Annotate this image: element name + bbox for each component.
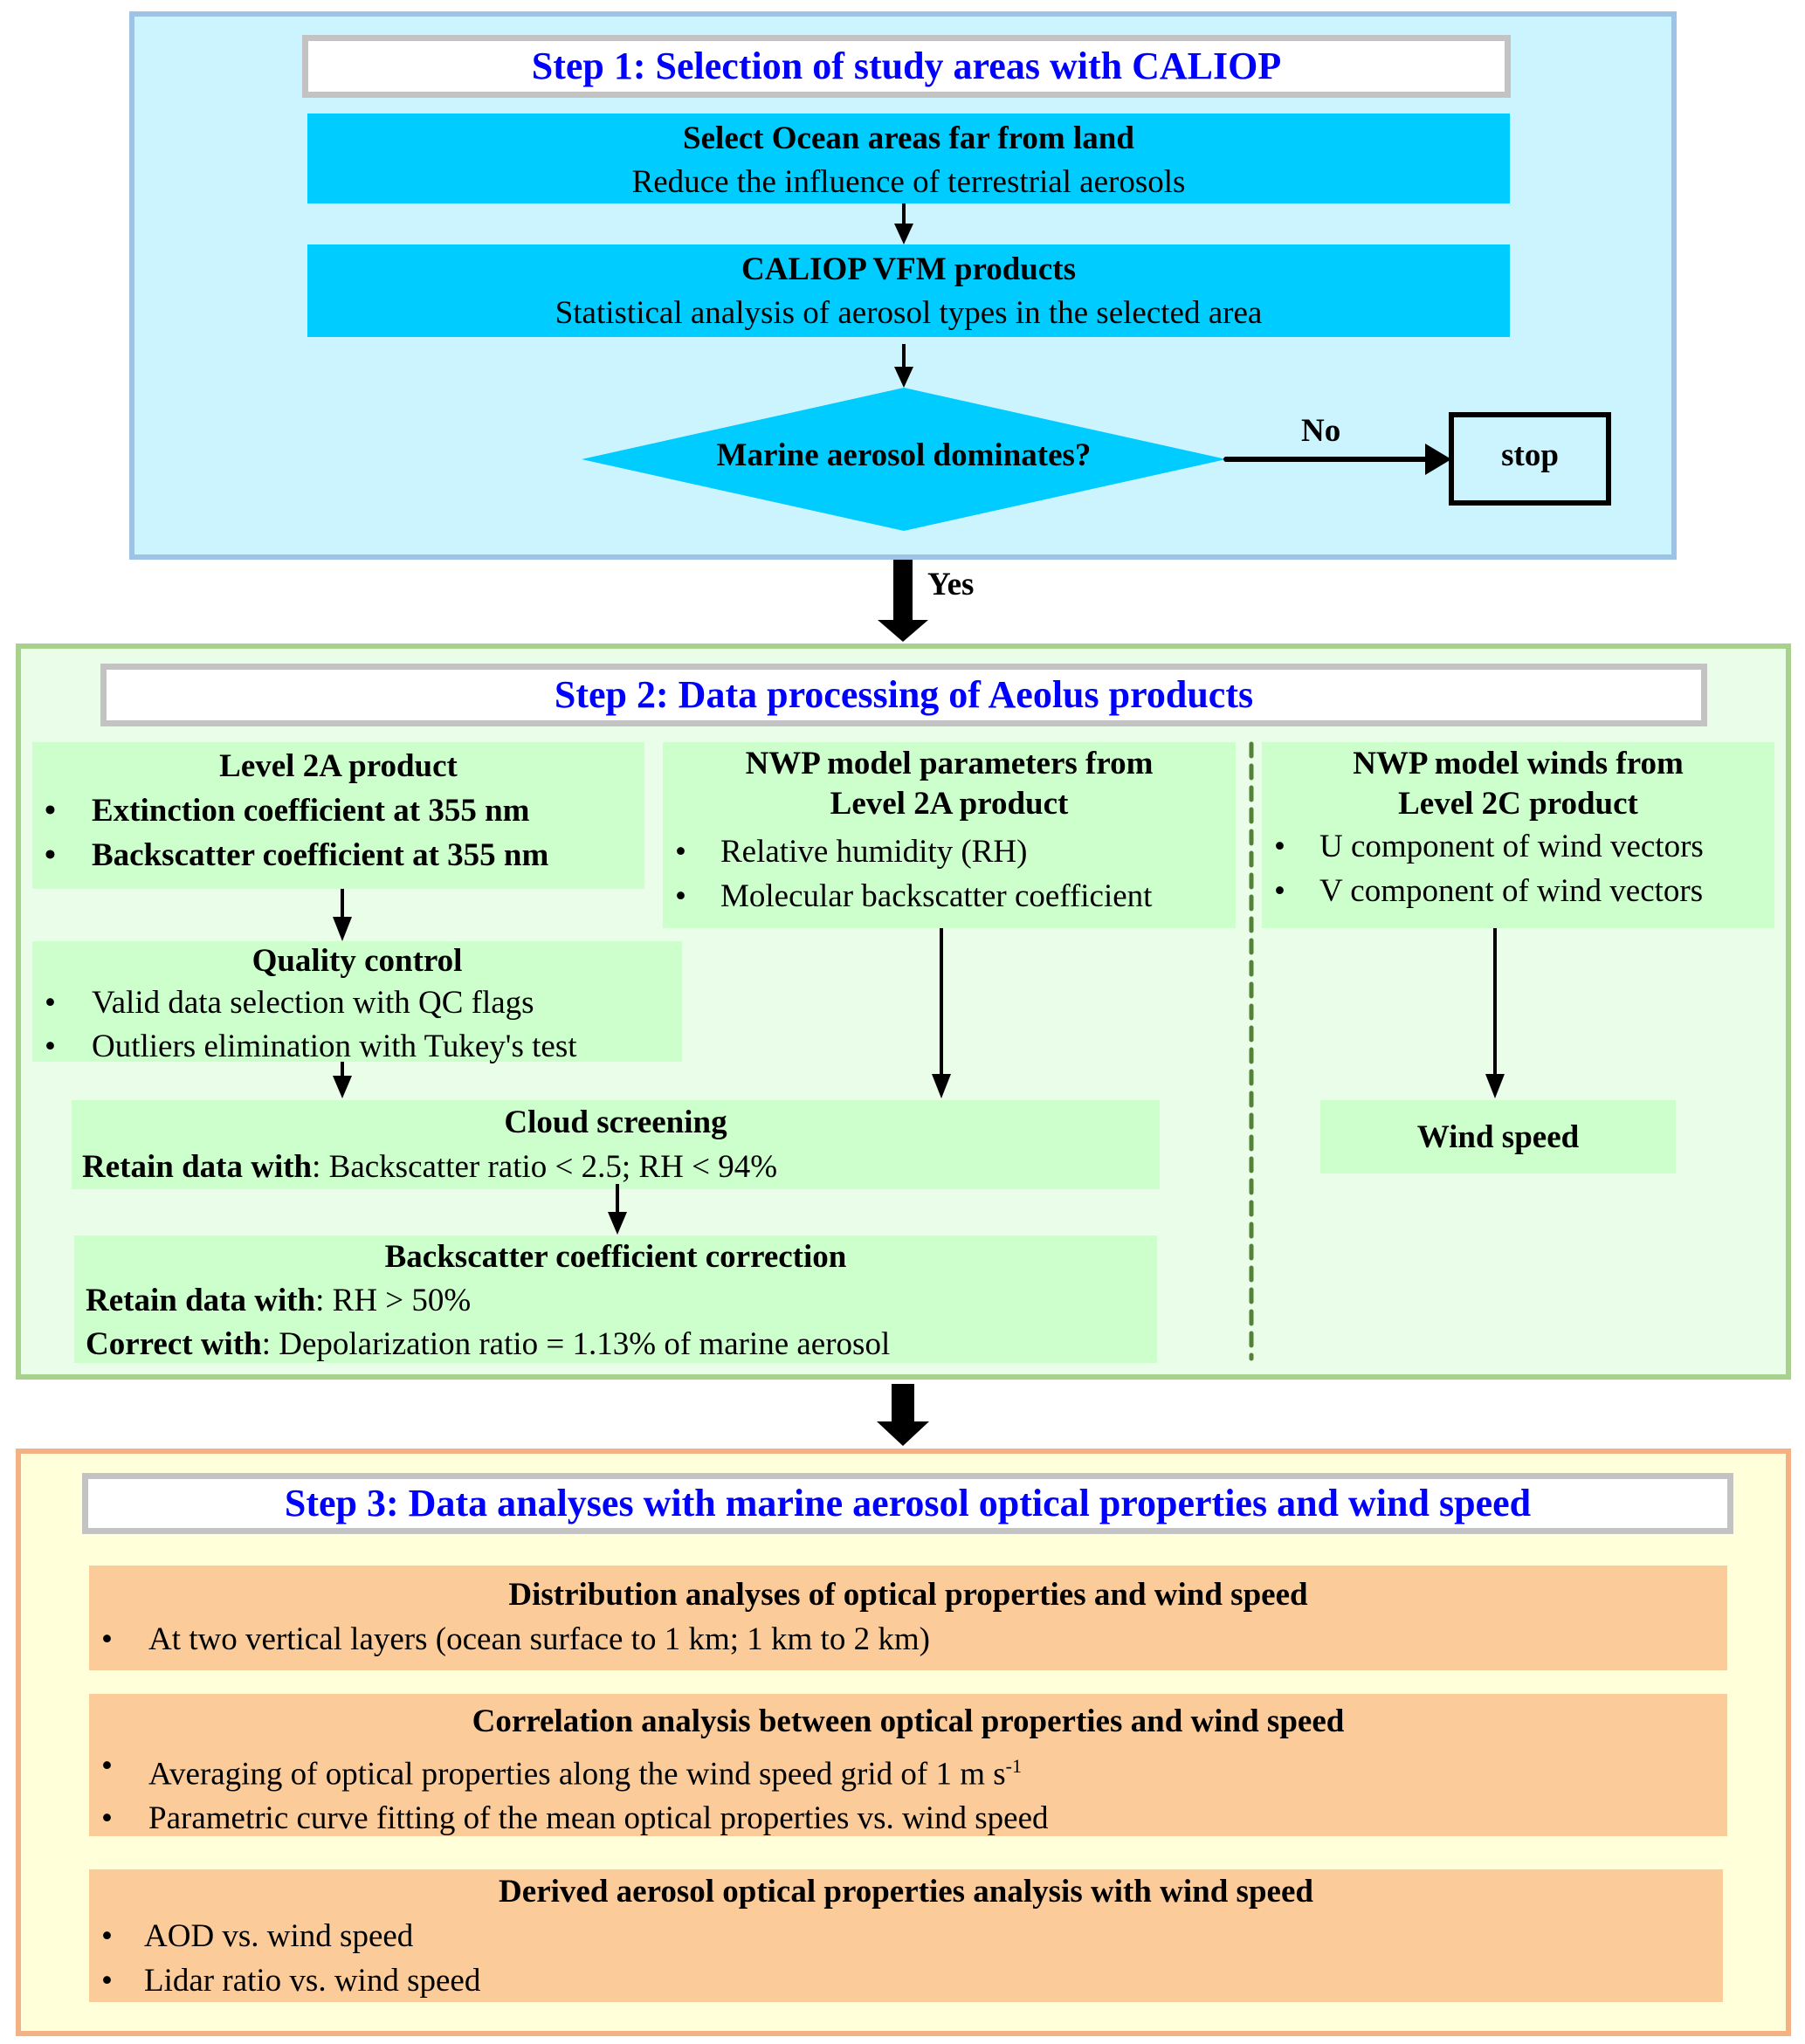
derived-box: Derived aerosol optical properties analy… <box>89 1869 1723 2003</box>
cloud-screening-heading: Cloud screening <box>504 1105 727 1140</box>
correlation-heading: Correlation analysis between optical pro… <box>472 1703 1345 1739</box>
select-ocean-heading: Select Ocean areas far from land <box>683 120 1134 156</box>
caliop-vfm-box: CALIOP VFM products Statistical analysis… <box>307 244 1510 337</box>
step2-title: Step 2: Data processing of Aeolus produc… <box>100 664 1707 726</box>
wind-speed-label: Wind speed <box>1416 1118 1580 1155</box>
arrow-no-to-stop <box>1223 444 1451 475</box>
no-label: No <box>1301 413 1341 449</box>
arrow-winds-to-windspeed <box>1485 928 1505 1098</box>
step2-title-text: Step 2: Data processing of Aeolus produc… <box>554 673 1254 716</box>
correlation-item-sup: -1 <box>1005 1755 1022 1777</box>
step3-title-text: Step 3: Data analyses with marine aeroso… <box>284 1482 1532 1524</box>
level2a-heading: Level 2A product <box>219 748 458 784</box>
correlation-box: Correlation analysis between optical pro… <box>89 1694 1727 1841</box>
quality-control-item: Valid data selection with QC flags <box>32 981 682 1025</box>
derived-item: AOD vs. wind speed <box>89 1914 1723 1958</box>
nwp-winds-heading-1: NWP model winds from <box>1353 746 1684 781</box>
yes-label: Yes <box>927 567 975 602</box>
select-ocean-text: Reduce the influence of terrestrial aero… <box>631 164 1186 200</box>
arrow-step2-to-step3 <box>877 1384 929 1446</box>
backscatter-correction-heading: Backscatter coefficient correction <box>384 1239 847 1275</box>
level2a-item: Backscatter coefficient at 355 nm <box>32 833 644 877</box>
correlation-item: Averaging of optical properties along th… <box>89 1744 1727 1796</box>
arrow-box1-to-box2 <box>894 203 913 244</box>
decision-label: Marine aerosol dominates? <box>716 437 1092 473</box>
decision-diamond <box>582 388 1226 531</box>
nwp-params-box: NWP model parameters from Level 2A produ… <box>663 742 1236 928</box>
step1-title-text: Step 1: Selection of study areas with CA… <box>531 45 1282 87</box>
cloud-screening-box: Cloud screening Retain data with: Backsc… <box>72 1100 1160 1189</box>
nwp-params-heading-2: Level 2A product <box>830 786 1069 822</box>
arrow-level2a-to-qc <box>333 889 352 941</box>
select-ocean-box: Select Ocean areas far from land Reduce … <box>307 114 1510 203</box>
stop-box <box>1449 412 1611 506</box>
arrow-cloud-to-correction <box>608 1184 627 1235</box>
cloud-screening-label: Retain data with <box>82 1149 313 1185</box>
quality-control-item: Outliers elimination with Tukey's test <box>32 1025 682 1069</box>
nwp-params-item: Molecular backscatter coefficient <box>663 874 1236 919</box>
wind-speed-box: Wind speed <box>1320 1100 1676 1173</box>
stop-label: stop <box>1501 437 1559 473</box>
nwp-winds-box: NWP model winds from Level 2C product U … <box>1262 742 1774 928</box>
arrow-box2-to-decision <box>894 344 913 388</box>
correlation-item: Parametric curve fitting of the mean opt… <box>89 1796 1727 1841</box>
backscatter-correction-box: Backscatter coefficient correction Retai… <box>74 1235 1157 1363</box>
caliop-vfm-text: Statistical analysis of aerosol types in… <box>555 295 1263 331</box>
cloud-screening-text: : Backscatter ratio < 2.5; RH < 94% <box>312 1149 778 1185</box>
nwp-winds-item: V component of wind vectors <box>1262 869 1774 913</box>
level2a-item: Extinction coefficient at 355 nm <box>32 788 644 833</box>
correlation-item-text: Averaging of optical properties along th… <box>148 1756 1006 1793</box>
arrow-qc-to-cloud <box>333 1062 352 1098</box>
quality-control-heading: Quality control <box>251 943 463 979</box>
nwp-params-item: Relative humidity (RH) <box>663 829 1236 874</box>
correct-label: Correct with <box>86 1326 262 1362</box>
arrow-nwp-to-cloud <box>932 928 951 1098</box>
derived-heading: Derived aerosol optical properties analy… <box>499 1874 1313 1910</box>
distribution-box: Distribution analyses of optical propert… <box>89 1566 1727 1670</box>
level2a-box: Level 2A product Extinction coefficient … <box>32 742 644 889</box>
retain-label: Retain data with <box>86 1283 316 1318</box>
distribution-heading: Distribution analyses of optical propert… <box>508 1577 1308 1613</box>
nwp-winds-heading-2: Level 2C product <box>1398 786 1638 822</box>
retain-text: : RH > 50% <box>315 1283 472 1318</box>
correct-text: : Depolarization ratio = 1.13% of marine… <box>261 1326 891 1362</box>
nwp-params-heading-1: NWP model parameters from <box>745 746 1154 781</box>
step1-title: Step 1: Selection of study areas with CA… <box>302 35 1511 98</box>
nwp-winds-item: U component of wind vectors <box>1262 824 1774 869</box>
arrow-yes-to-step2 <box>878 560 928 642</box>
caliop-vfm-heading: CALIOP VFM products <box>741 251 1077 287</box>
distribution-item: At two vertical layers (ocean surface to… <box>89 1617 1727 1662</box>
step3-title: Step 3: Data analyses with marine aeroso… <box>82 1473 1733 1534</box>
derived-item: Lidar ratio vs. wind speed <box>89 1958 1723 2003</box>
quality-control-box: Quality control Valid data selection wit… <box>32 941 682 1069</box>
